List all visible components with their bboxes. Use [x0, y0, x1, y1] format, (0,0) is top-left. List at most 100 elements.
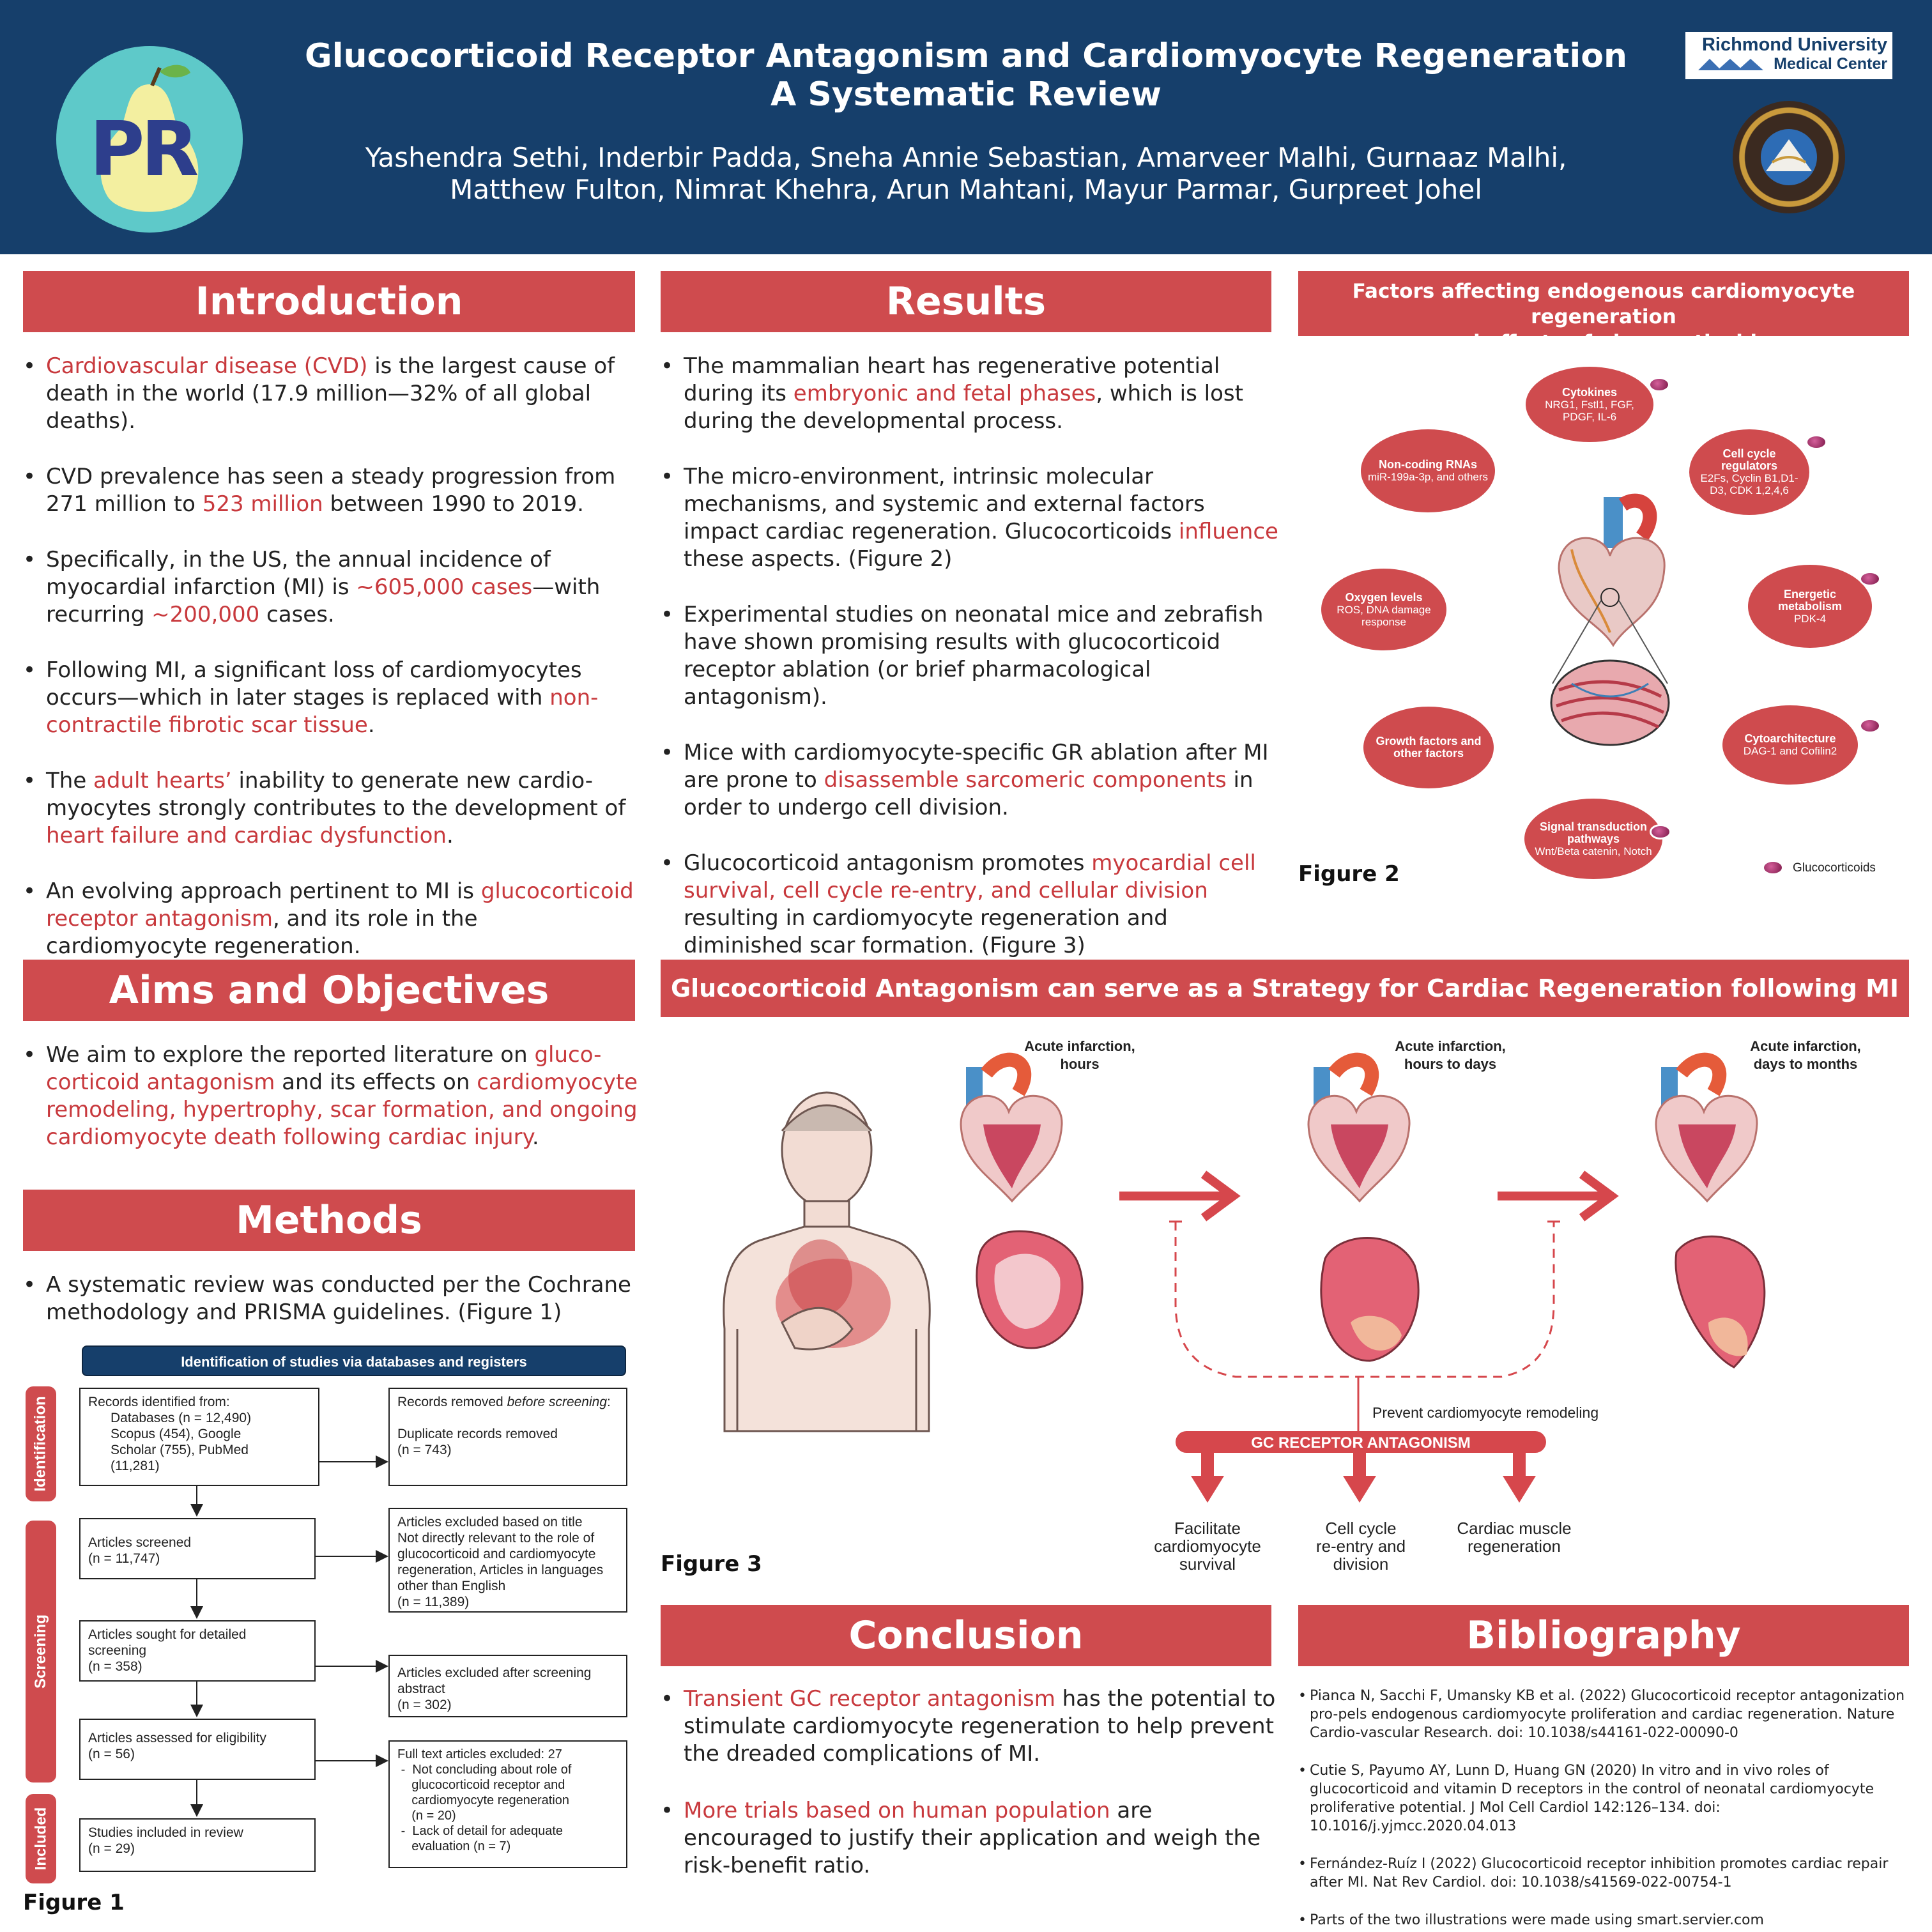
reference-4: Parts of the two illustrations were made… — [1298, 1911, 1912, 1929]
intro-bullet-3: Specifically, in the US, the annual inci… — [23, 546, 639, 629]
aims-list: We aim to explore the reported literatur… — [23, 1041, 639, 1151]
conclusion-list: Transient GC receptor antagonism has the… — [661, 1685, 1280, 1909]
screened-box: Articles screened (n = 11,747) — [79, 1518, 316, 1579]
outcome-regeneration: Cardiac muscle regeneration — [1457, 1519, 1572, 1556]
results-bullet-3: Experimental studies on neonatal mice an… — [661, 601, 1280, 711]
intro-bullet-2: CVD prevalence has seen a steady progres… — [23, 463, 639, 518]
methods-bullet-1: A systematic review was conducted per th… — [23, 1271, 639, 1326]
stage3-label: Acute infarction,days to months — [1750, 1038, 1861, 1072]
seal-emblem-icon — [1761, 129, 1817, 185]
stage-identification: Identification — [26, 1386, 56, 1501]
richmond-logo-line1: Richmond University — [1701, 34, 1887, 55]
records-identified-box: Records identified from: Databases (n = … — [79, 1388, 319, 1486]
pr-logo-text: PR — [89, 105, 199, 193]
heart-section-stage2-icon — [1320, 1237, 1420, 1362]
included-box: Studies included in review (n = 29) — [79, 1818, 316, 1872]
heart-center-illustration — [1550, 493, 1670, 746]
fulltext-excluded-box: Full text articles excluded: 27 - Not co… — [388, 1740, 627, 1868]
glucocorticoid-marker-icon — [1805, 434, 1827, 450]
figure2-label: Figure 2 — [1298, 861, 1400, 887]
header-banner — [0, 0, 1932, 254]
outcome-cell-cycle: Cell cycle re-entry and division — [1315, 1519, 1406, 1574]
factor-growth: Growth factors and other factors — [1363, 707, 1494, 788]
methods-heading: Methods — [23, 1190, 635, 1251]
factors-heading-line1: Factors affecting endogenous cardiomyocy… — [1352, 280, 1855, 328]
heart-section-stage3-icon — [1675, 1235, 1766, 1368]
gc-receptor-antagonism-bar: GC RECEPTOR ANTAGONISM — [1251, 1434, 1471, 1452]
aims-heading: Aims and Objectives — [23, 960, 635, 1021]
factors-heading: Factors affecting endogenous cardiomyocy… — [1298, 271, 1909, 354]
richmond-logo: Richmond University Medical Center — [1685, 32, 1892, 79]
figure1-label: Figure 1 — [23, 1890, 125, 1915]
heart-stage1-icon — [960, 1052, 1063, 1203]
stage-screening: Screening — [26, 1521, 56, 1782]
gc-bar-shape — [1176, 1431, 1546, 1453]
pr-logo: PR — [56, 46, 243, 233]
outcome-survival: Facilitate cardiomyocyte survival — [1154, 1519, 1261, 1574]
glucocorticoid-marker-icon — [1859, 571, 1881, 586]
methods-list: A systematic review was conducted per th… — [23, 1271, 639, 1326]
records-removed-box: Records removed before screening: Duplic… — [388, 1388, 627, 1486]
authors-line1: Yashendra Sethi, Inderbir Padda, Sneha A… — [365, 142, 1567, 173]
figure3-illustration — [723, 1052, 1766, 1503]
conclusion-bullet-2: More trials based on human population ar… — [661, 1797, 1280, 1880]
results-bullet-5: Glucocorticoid antagonism promotes myoca… — [661, 850, 1280, 960]
vessel-icon — [1604, 497, 1623, 548]
reference-1: Pianca N, Sacchi F, Umansky KB et al. (2… — [1298, 1687, 1912, 1742]
introduction-list: Cardiovascular disease (CVD) is the larg… — [23, 353, 639, 988]
prevent-remodeling-label: Prevent cardiomyocyte remodeling — [1372, 1404, 1599, 1421]
reference-2: Cutie S, Payumo AY, Lunn D, Huang GN (20… — [1298, 1761, 1912, 1836]
results-bullet-1: The mammalian heart has regenerative pot… — [661, 353, 1280, 435]
aims-bullet-1: We aim to explore the reported literatur… — [23, 1041, 639, 1151]
intro-bullet-6: An evolving approach pertinent to MI is … — [23, 878, 639, 960]
introduction-heading: Introduction — [23, 271, 635, 332]
progression-arrow-icon — [1498, 1170, 1619, 1222]
intro-bullet-5: The adult hearts’ inability to generate … — [23, 767, 639, 850]
legend-glucocorticoids: Glucocorticoids — [1793, 861, 1876, 875]
poster-title-line2: A Systematic Review — [770, 75, 1162, 114]
college-seal — [1733, 101, 1845, 213]
results-bullet-2: The micro-environment, intrinsic molecul… — [661, 463, 1280, 573]
intro-bullet-4: Following MI, a significant loss of card… — [23, 657, 639, 739]
mountain-icon — [1698, 58, 1764, 70]
eligibility-box: Articles assessed for eligibility (n = 5… — [79, 1719, 316, 1780]
legend-glucocorticoid-icon — [1762, 860, 1784, 875]
glucocorticoid-marker-icon — [1648, 377, 1670, 392]
excluded-abstract-box: Articles excluded after screening abstra… — [388, 1655, 627, 1717]
factors-heading-line2: and effects of glucocorticoids — [1438, 331, 1769, 354]
prisma-header: Identification of studies via databases … — [82, 1346, 626, 1376]
outcome-arrows — [1191, 1453, 1536, 1503]
reference-3: Fernández-Ruíz I (2022) Glucocorticoid r… — [1298, 1855, 1912, 1892]
muscle-fiber-icon — [1550, 659, 1670, 746]
sought-box: Articles sought for detailed screening (… — [79, 1620, 316, 1682]
man-chest-pain-icon — [723, 1091, 931, 1432]
figure3-label: Figure 3 — [661, 1551, 762, 1577]
results-list: The mammalian heart has regenerative pot… — [661, 353, 1280, 988]
heart-stage2-icon — [1307, 1052, 1411, 1203]
stage2-label: Acute infarction,hours to days — [1395, 1038, 1506, 1072]
stage-included: Included — [26, 1794, 56, 1883]
stage1-label: Acute infarction,hours — [1024, 1038, 1135, 1072]
bibliography-heading: Bibliography — [1298, 1605, 1909, 1666]
results-bullet-4: Mice with cardiomyocyte-specific GR abla… — [661, 739, 1280, 822]
richmond-logo-line2: Medical Center — [1774, 55, 1887, 73]
bibliography-list: Pianca N, Sacchi F, Umansky KB et al. (2… — [1298, 1687, 1912, 1932]
figure3-heading: Glucocorticoid Antagonism can serve as a… — [661, 960, 1909, 1017]
prisma-arrows — [190, 1455, 388, 1817]
poster-title-line1: Glucocorticoid Receptor Antagonism and C… — [305, 37, 1627, 75]
glucocorticoid-marker-icon — [1650, 824, 1671, 839]
authors-line2: Matthew Fulton, Nimrat Khehra, Arun Maht… — [450, 174, 1482, 205]
excluded-title-box: Articles excluded based on title Not dir… — [388, 1508, 627, 1613]
heart-section-stage1-icon — [976, 1230, 1084, 1349]
progression-arrow-icon — [1119, 1170, 1241, 1222]
heart-stage3-icon — [1655, 1052, 1758, 1203]
pear-icon — [100, 65, 199, 212]
intro-bullet-1: Cardiovascular disease (CVD) is the larg… — [23, 353, 639, 435]
conclusion-heading: Conclusion — [661, 1605, 1271, 1666]
